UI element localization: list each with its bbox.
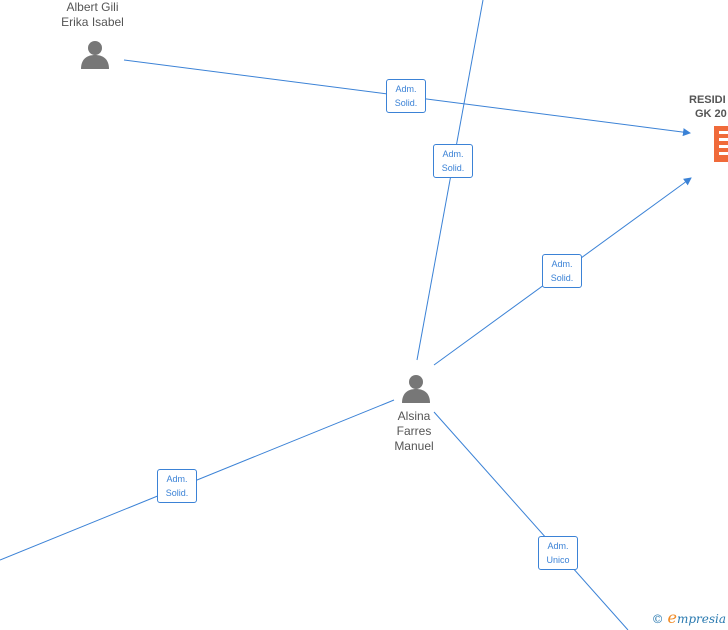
edge-alsina-to-bottom [433,411,629,630]
copyright-symbol: © [651,612,664,626]
edge-label[interactable]: Adm. Solid. [157,469,197,503]
person-icon[interactable] [81,41,109,69]
edge-label-line: Unico [546,555,570,565]
person-name-line: Farres [396,424,432,438]
edge-label[interactable]: Adm. Solid. [542,254,582,288]
edge-alsina-to-left [0,399,395,561]
edge-label-line: Solid. [441,163,465,173]
edge-label-line: Solid. [165,488,189,498]
watermark-logo: © empresia [652,608,726,627]
edge-label[interactable]: Adm. Solid. [386,79,426,113]
building-icon[interactable] [714,126,728,162]
company-name-line: RESIDI [689,94,726,106]
edge-label-line: Adm. [547,541,569,551]
company-name-line: GK 20 [695,108,727,120]
edge-label[interactable]: Adm. Solid. [433,144,473,178]
edge-alsina-to-top [416,0,484,361]
person-name-line: Erika Isabel [61,15,124,29]
company-label[interactable]: RESIDI GK 20 [689,93,727,121]
person-name-line: Albert Gili [66,0,119,14]
edge-label[interactable]: Adm. Unico [538,536,578,570]
edge-label-line: Solid. [394,98,418,108]
person-name-line: Alsina [397,409,431,423]
edge-label-line: Adm. [166,474,188,484]
edge-label-line: Solid. [550,273,574,283]
edge-label-line: Adm. [551,259,573,269]
person-name-line: Manuel [394,439,434,453]
person-label-albert[interactable]: Albert Gili Erika Isabel [40,0,145,30]
edge-label-line: Adm. [395,84,417,94]
person-icon[interactable] [402,375,430,403]
brand-initial: e [667,608,677,627]
edge-label-line: Adm. [442,149,464,159]
brand-name: mpresia [676,612,726,626]
person-label-alsina[interactable]: Alsina Farres Manuel [374,409,454,454]
